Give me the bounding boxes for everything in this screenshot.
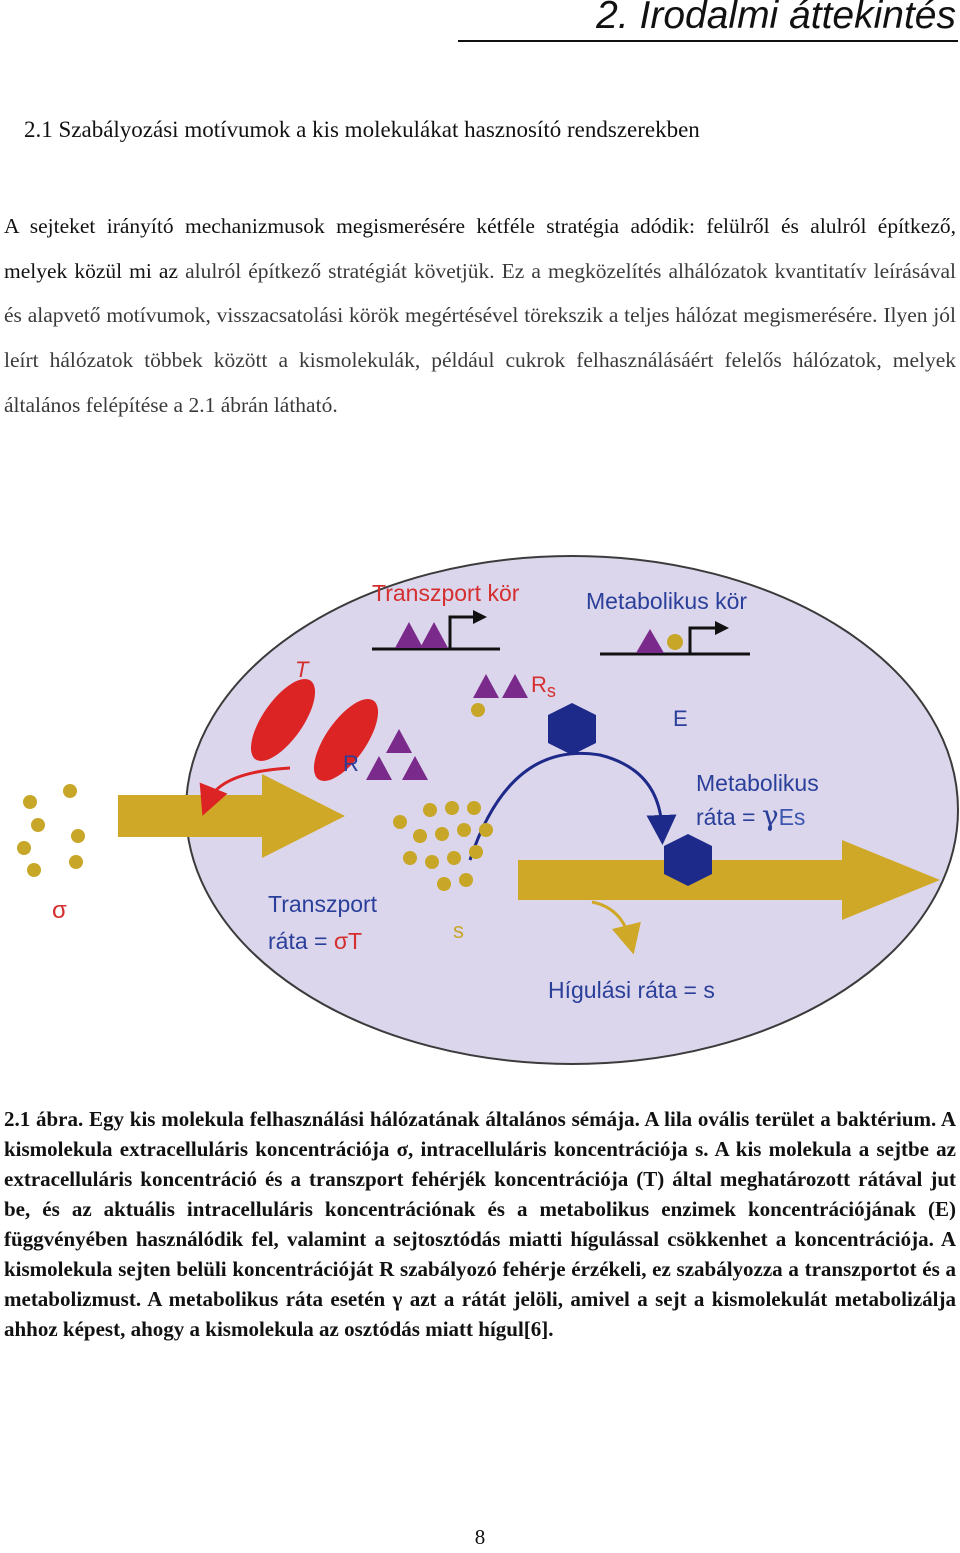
metabolic-rate-prefix: ráta =	[696, 804, 762, 830]
metabolic-rate-label-line2: ráta = γEs	[696, 799, 805, 832]
chapter-title-underline	[458, 40, 958, 42]
dilution-outflow-arrow	[518, 840, 940, 920]
enzyme-label: E	[673, 706, 688, 731]
sigma-label: σ	[52, 897, 67, 924]
figure-caption: 2.1 ábra. Egy kis molekula felhasználási…	[4, 1107, 956, 1341]
regulator-bound-label-sub: s	[547, 681, 556, 701]
transporter-label: T	[295, 657, 310, 682]
metabolic-enzyme	[664, 834, 712, 886]
intro-paragraph-rest: alulról építkező stratégiát követjük. Ez…	[4, 258, 957, 417]
chapter-title: 2. Irodalmi áttekintés	[596, 0, 956, 37]
regulator-protein	[473, 674, 499, 698]
regulator-protein	[366, 756, 392, 780]
intracellular-molecules	[393, 703, 493, 891]
transport-circuit-label: Transzport kör	[372, 580, 520, 606]
regulator-protein	[386, 729, 412, 753]
transport-gene-circuit	[372, 610, 500, 651]
intracellular-s-label: s	[453, 918, 464, 943]
metabolic-enzyme	[548, 703, 596, 755]
transport-rate-prefix: ráta =	[268, 928, 334, 954]
transport-rate-label-line1: Transzport	[268, 891, 378, 917]
regulator-protein	[502, 674, 528, 698]
section-heading: 2.1 Szabályozási motívumok a kis molekul…	[24, 117, 700, 142]
dilution-arrow	[591, 900, 641, 955]
intro-paragraph-lead: A sejteket irányító mechanizmusok megism…	[4, 214, 956, 283]
regulator-label: R	[343, 751, 359, 776]
metabolic-rate-es: Es	[779, 804, 806, 830]
page-number: 8	[474, 1525, 486, 1549]
transport-rate-sigmat: σT	[334, 928, 362, 954]
transport-rate-label-line2: ráta = σT	[268, 928, 362, 954]
intro-paragraph: A sejteket irányító mechanizmusok megism…	[4, 204, 956, 428]
dilution-rate-label: Hígulási ráta = s	[548, 977, 715, 1003]
metabolic-gene-circuit	[600, 621, 750, 656]
gamma-symbol: γ	[762, 799, 779, 832]
metabolic-feedback-arrow	[468, 751, 677, 861]
transporter-protein	[313, 699, 379, 781]
metabolic-rate-label-line1: Metabolikus	[696, 770, 819, 796]
figure-network-schema: Transzport kör Metabolikus kör T Rs E R …	[17, 555, 959, 1065]
extracellular-molecules	[17, 784, 85, 877]
regulator-protein	[402, 756, 428, 780]
regulator-bound-label-main: R	[531, 672, 547, 697]
regulator-bound-label: Rs	[531, 672, 556, 701]
transport-feedback-arrow	[199, 766, 291, 816]
transport-inflow-arrow	[118, 774, 345, 858]
metabolic-circuit-label: Metabolikus kör	[586, 588, 747, 614]
transporter-protein	[250, 679, 316, 761]
